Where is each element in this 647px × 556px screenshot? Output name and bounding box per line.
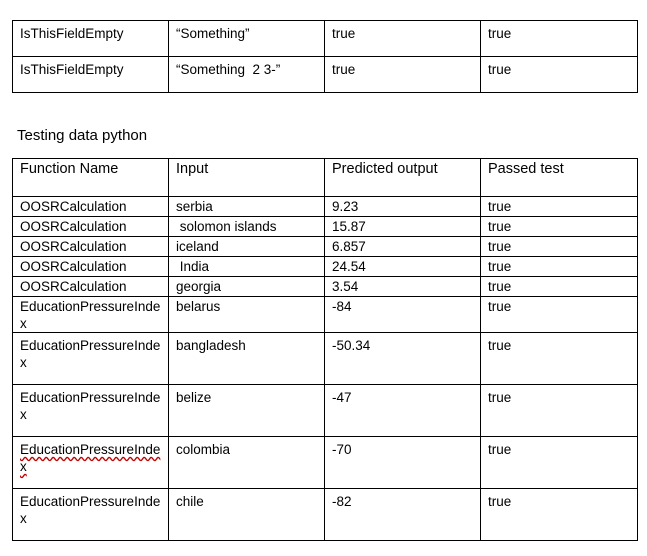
passed-test-cell: true	[480, 236, 638, 257]
table-row: EducationPressureIndex chile -82 true	[12, 488, 638, 541]
predicted-output-cell: -50.34	[324, 332, 481, 385]
passed-test-cell: true	[480, 276, 638, 297]
function-name-cell: OOSRCalculation	[12, 236, 169, 257]
section-heading: Testing data python	[17, 127, 148, 144]
function-name-cell: OOSRCalculation	[12, 216, 169, 237]
passed-test-cell: true	[480, 296, 638, 333]
predicted-output-cell: -47	[324, 384, 481, 437]
passed-test-cell: true	[480, 384, 638, 437]
passed-test-cell: true	[480, 332, 638, 385]
passed-test-cell: true	[480, 56, 638, 93]
input-cell: belize	[168, 384, 325, 437]
function-name-cell: IsThisFieldEmpty	[12, 56, 169, 93]
function-name-cell: OOSRCalculation	[12, 276, 169, 297]
passed-test-cell: true	[480, 488, 638, 541]
column-header-function-name: Function Name	[12, 158, 169, 197]
predicted-output-cell: 15.87	[324, 216, 481, 237]
input-cell: belarus	[168, 296, 325, 333]
passed-test-cell: true	[480, 20, 638, 57]
input-cell: georgia	[168, 276, 325, 297]
table-header-row: Function Name Input Predicted output Pas…	[12, 158, 638, 197]
input-cell: “Something”	[168, 20, 325, 57]
function-name-cell: EducationPressureIndex	[12, 384, 169, 437]
function-name-cell: IsThisFieldEmpty	[12, 20, 169, 57]
python-testing-table: Function Name Input Predicted output Pas…	[12, 158, 638, 541]
input-cell: bangladesh	[168, 332, 325, 385]
predicted-output-cell: 6.857	[324, 236, 481, 257]
function-name-cell: EducationPressureIndex	[12, 436, 169, 489]
table-row: EducationPressureIndex belarus -84 true	[12, 296, 638, 333]
predicted-output-cell: 24.54	[324, 256, 481, 277]
input-cell: serbia	[168, 196, 325, 217]
function-name-cell: EducationPressureIndex	[12, 332, 169, 385]
column-header-predicted-output: Predicted output	[324, 158, 481, 197]
table-row: EducationPressureIndex bangladesh -50.34…	[12, 332, 638, 385]
top-results-table: IsThisFieldEmpty “Something” true true I…	[12, 20, 638, 93]
predicted-output-cell: -84	[324, 296, 481, 333]
function-name-cell: EducationPressureIndex	[12, 296, 169, 333]
table-row: OOSRCalculation serbia 9.23 true	[12, 196, 638, 217]
passed-test-cell: true	[480, 216, 638, 237]
input-cell: “Something 2 3-”	[168, 56, 325, 93]
predicted-output-cell: 3.54	[324, 276, 481, 297]
input-cell: solomon islands	[168, 216, 325, 237]
passed-test-cell: true	[480, 256, 638, 277]
input-cell: chile	[168, 488, 325, 541]
column-header-passed-test: Passed test	[480, 158, 638, 197]
misspelled-function-name: EducationPressureIndex	[20, 442, 161, 474]
table-row: OOSRCalculation iceland 6.857 true	[12, 236, 638, 257]
input-cell: iceland	[168, 236, 325, 257]
input-cell: colombia	[168, 436, 325, 489]
table-row: OOSRCalculation georgia 3.54 true	[12, 276, 638, 297]
table-row: IsThisFieldEmpty “Something” true true	[12, 20, 638, 57]
function-name-cell: OOSRCalculation	[12, 196, 169, 217]
column-header-input: Input	[168, 158, 325, 197]
input-cell: India	[168, 256, 325, 277]
predicted-output-cell: 9.23	[324, 196, 481, 217]
passed-test-cell: true	[480, 436, 638, 489]
predicted-output-cell: -70	[324, 436, 481, 489]
function-name-cell: OOSRCalculation	[12, 256, 169, 277]
table-row: EducationPressureIndex colombia -70 true	[12, 436, 638, 489]
predicted-output-cell: true	[324, 56, 481, 93]
table-row: EducationPressureIndex belize -47 true	[12, 384, 638, 437]
table-row: IsThisFieldEmpty “Something 2 3-” true t…	[12, 56, 638, 93]
passed-test-cell: true	[480, 196, 638, 217]
table-row: OOSRCalculation solomon islands 15.87 tr…	[12, 216, 638, 237]
table-row: OOSRCalculation India 24.54 true	[12, 256, 638, 277]
predicted-output-cell: true	[324, 20, 481, 57]
function-name-cell: EducationPressureIndex	[12, 488, 169, 541]
predicted-output-cell: -82	[324, 488, 481, 541]
